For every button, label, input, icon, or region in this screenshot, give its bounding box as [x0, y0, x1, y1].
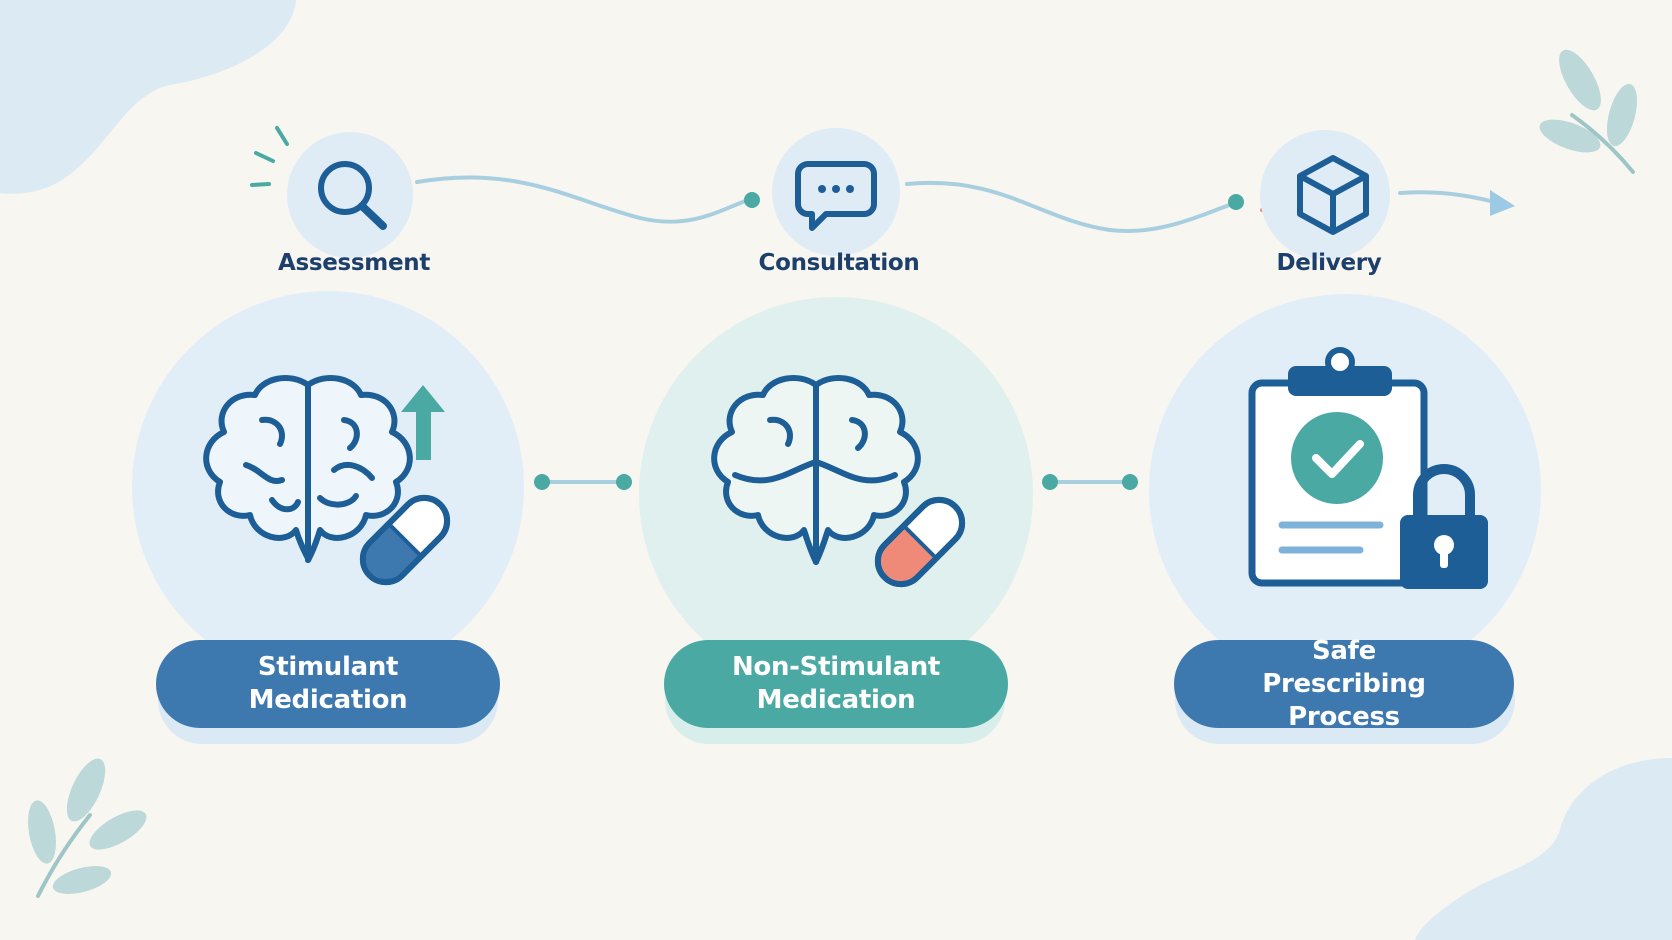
brain-with-blue-capsule-icon — [203, 375, 451, 586]
leaf-sprig-top-right — [1539, 49, 1638, 174]
step-label-delivery: Delivery — [1276, 250, 1382, 276]
arrow-head-icon — [1490, 190, 1515, 216]
connector-dot-2 — [1228, 194, 1244, 210]
step-label-assessment: Assessment — [277, 250, 431, 276]
safe-prescribing-process-label: Safe Prescribing Process — [1174, 636, 1514, 732]
sparkle-marks — [250, 126, 289, 187]
leaf-sprig-bottom-left — [28, 758, 147, 898]
top-left-blob — [0, 0, 296, 194]
connector-dot-1 — [744, 192, 760, 208]
stimulant-medication-label: Stimulant Medication — [156, 640, 500, 728]
bottom-right-blob — [1415, 758, 1672, 940]
clipboard-checkmark-lock-icon — [1248, 347, 1488, 589]
non-stimulant-medication-label: Non-Stimulant Medication — [664, 640, 1008, 728]
chat-bubble-icon — [795, 161, 877, 231]
brain-with-red-capsule-icon — [711, 375, 966, 588]
magnifier-icon — [318, 161, 387, 230]
middle-connector-2 — [1042, 474, 1138, 490]
assessment-circle — [287, 132, 413, 258]
step-label-consultation: Consultation — [758, 250, 920, 276]
package-box-icon — [1297, 155, 1369, 235]
middle-connector-1 — [534, 474, 632, 490]
delivery-circle — [1260, 130, 1390, 260]
